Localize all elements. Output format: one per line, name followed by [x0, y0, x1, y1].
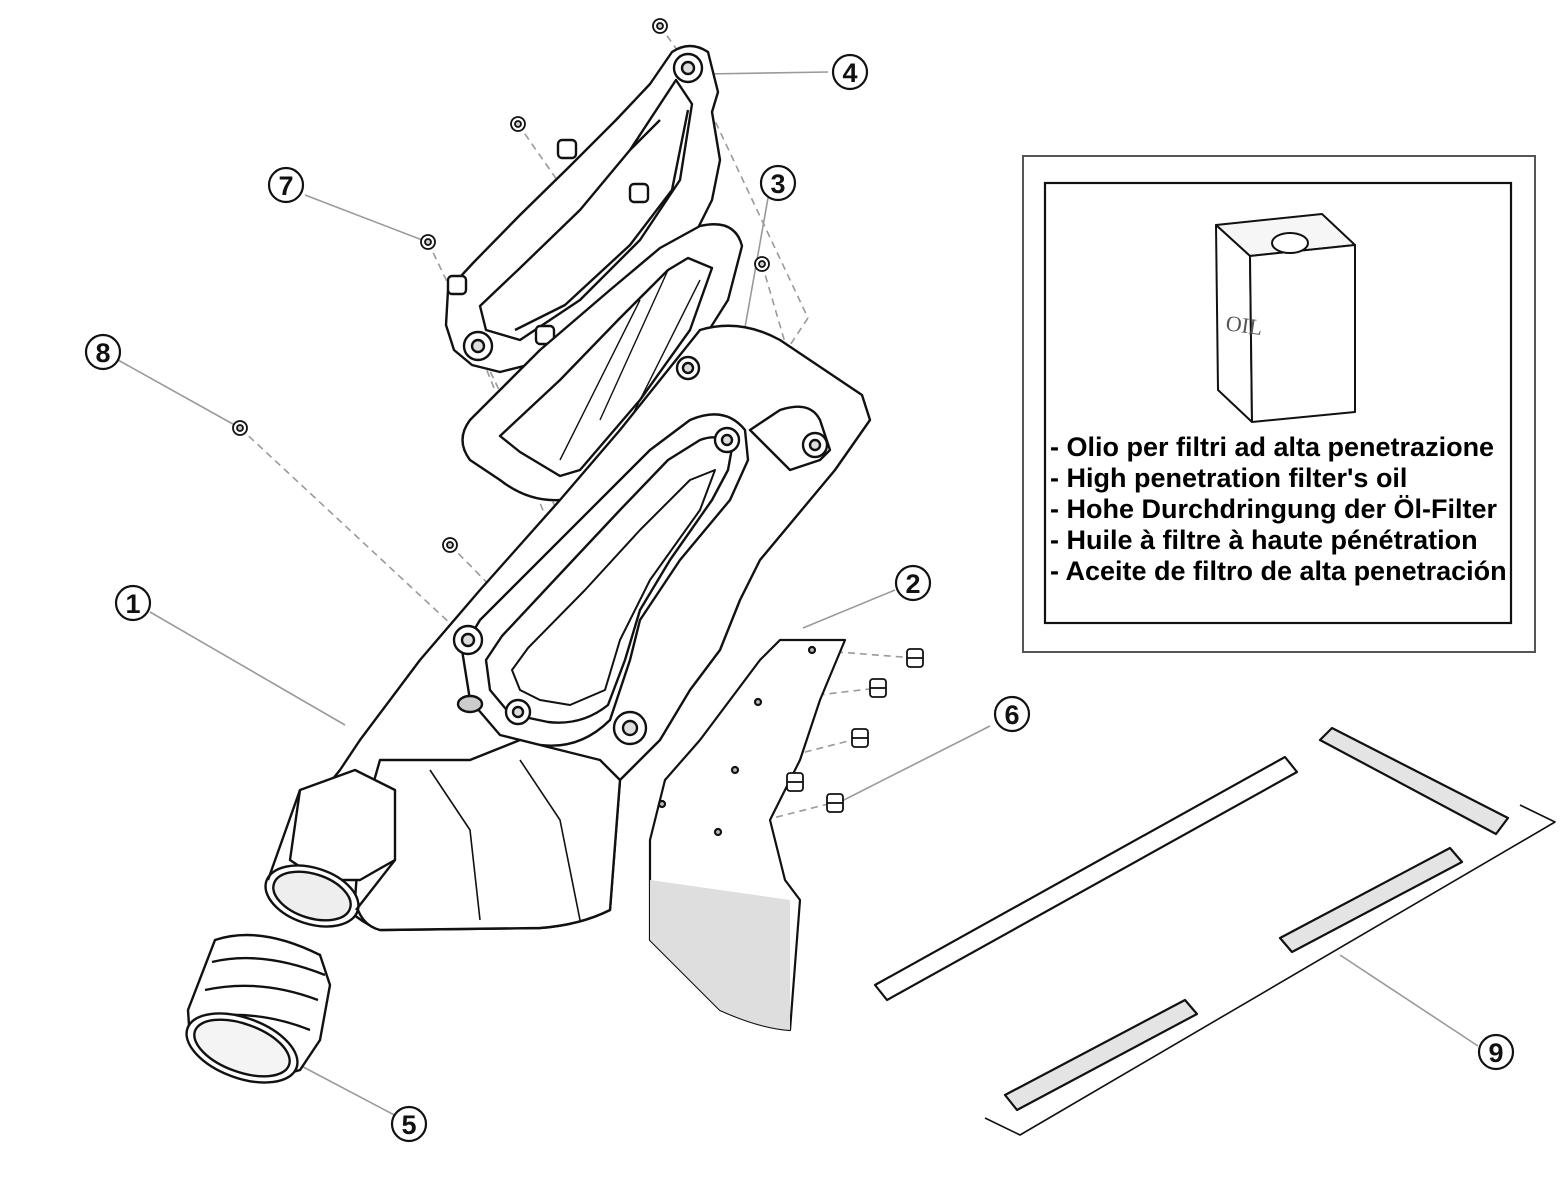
- svg-text:4: 4: [842, 58, 857, 88]
- callout-5: 5: [390, 1105, 428, 1143]
- svg-text:8: 8: [95, 338, 110, 368]
- info-line-1: - Olio per filtri ad alta penetrazione: [1050, 432, 1494, 462]
- callout-6: 6: [993, 695, 1031, 733]
- nuts: [232, 18, 770, 553]
- callout-3: 3: [759, 164, 797, 202]
- oil-can-label: OIL: [1224, 310, 1264, 340]
- svg-text:1: 1: [125, 589, 140, 619]
- filter-cage: [444, 44, 722, 374]
- callout-9: 9: [1477, 1033, 1515, 1071]
- airbox-housing: [264, 324, 872, 932]
- svg-text:5: 5: [401, 1110, 416, 1140]
- rubber-sleeve: [185, 933, 332, 1084]
- flap-screws: [786, 648, 924, 813]
- oil-info-box: OIL - Olio per filtri ad alta penetrazio…: [1022, 155, 1536, 653]
- callout-2: 2: [894, 564, 932, 602]
- info-line-3: - Hohe Durchdringung der Öl-Filter: [1050, 494, 1497, 524]
- callout-4: 4: [831, 53, 869, 91]
- svg-text:7: 7: [278, 171, 293, 201]
- side-flap: [648, 638, 847, 1032]
- svg-text:2: 2: [905, 569, 920, 599]
- info-line-2: - High penetration filter's oil: [1050, 463, 1407, 493]
- svg-text:6: 6: [1004, 700, 1019, 730]
- callouts: 1 2 3 4 5 6 7 8 9: [84, 53, 1515, 1143]
- oil-can-icon: OIL: [1215, 213, 1356, 423]
- foam-strips: [873, 726, 1556, 1136]
- svg-text:3: 3: [770, 169, 785, 199]
- info-line-5: - Aceite de filtro de alta penetración: [1050, 556, 1507, 586]
- svg-text:9: 9: [1488, 1038, 1503, 1068]
- callout-1: 1: [114, 584, 152, 622]
- filter-frame: [461, 223, 744, 502]
- callout-8: 8: [84, 333, 122, 371]
- callout-7: 7: [267, 166, 305, 204]
- info-line-4: - Huile à filtre à haute pénétration: [1050, 525, 1478, 555]
